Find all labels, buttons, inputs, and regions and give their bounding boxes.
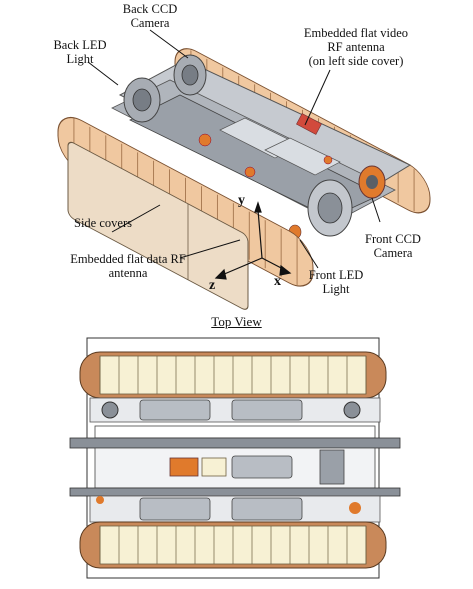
back-ccd-line2: Camera <box>130 16 170 30</box>
side-covers-label: Side covers <box>58 216 148 230</box>
axis-x-label: x <box>274 274 281 289</box>
isometric-view <box>57 29 431 310</box>
data-antenna-label: Embedded flat data RF antenna <box>62 252 194 280</box>
front-led-line2: Light <box>322 282 350 296</box>
front-led-light-label: Front LED Light <box>300 268 372 296</box>
axis-arrows <box>214 201 292 280</box>
back-led-line2: Light <box>66 52 94 66</box>
front-led-line1: Front LED <box>308 268 364 282</box>
axis-y-label: y <box>238 193 245 208</box>
back-led-light-label: Back LED Light <box>44 38 116 66</box>
back-ccd-line1: Back CCD <box>122 2 178 16</box>
top-view-title: Top View <box>211 314 262 329</box>
video-antenna-label: Embedded flat video RF antenna (on left … <box>290 26 422 68</box>
side-cover-panel <box>67 141 249 310</box>
video-antenna-line1: Embedded flat video <box>303 26 409 40</box>
axis-z-label: z <box>209 278 216 293</box>
top-view-mechanism <box>69 397 401 523</box>
leader-lines <box>87 29 381 269</box>
top-view <box>69 337 401 579</box>
video-antenna-line3: (on left side cover) <box>308 54 404 68</box>
back-hubs <box>123 54 207 123</box>
video-antenna-line2: RF antenna <box>327 40 385 54</box>
top-view-lower-track <box>79 521 387 569</box>
front-ccd-line1: Front CCD <box>365 232 421 246</box>
top-view-upper-track <box>79 351 387 399</box>
front-ccd-camera-label: Front CCD Camera <box>356 232 430 260</box>
side-covers-line1: Side covers <box>74 216 132 230</box>
front-hubs <box>288 165 386 240</box>
back-ccd-camera-label: Back CCD Camera <box>112 2 188 30</box>
front-ccd-line2: Camera <box>373 246 413 260</box>
data-antenna-line2: antenna <box>108 266 148 280</box>
data-antenna-line1: Embedded flat data RF <box>70 252 186 266</box>
back-led-line1: Back LED <box>53 38 107 52</box>
